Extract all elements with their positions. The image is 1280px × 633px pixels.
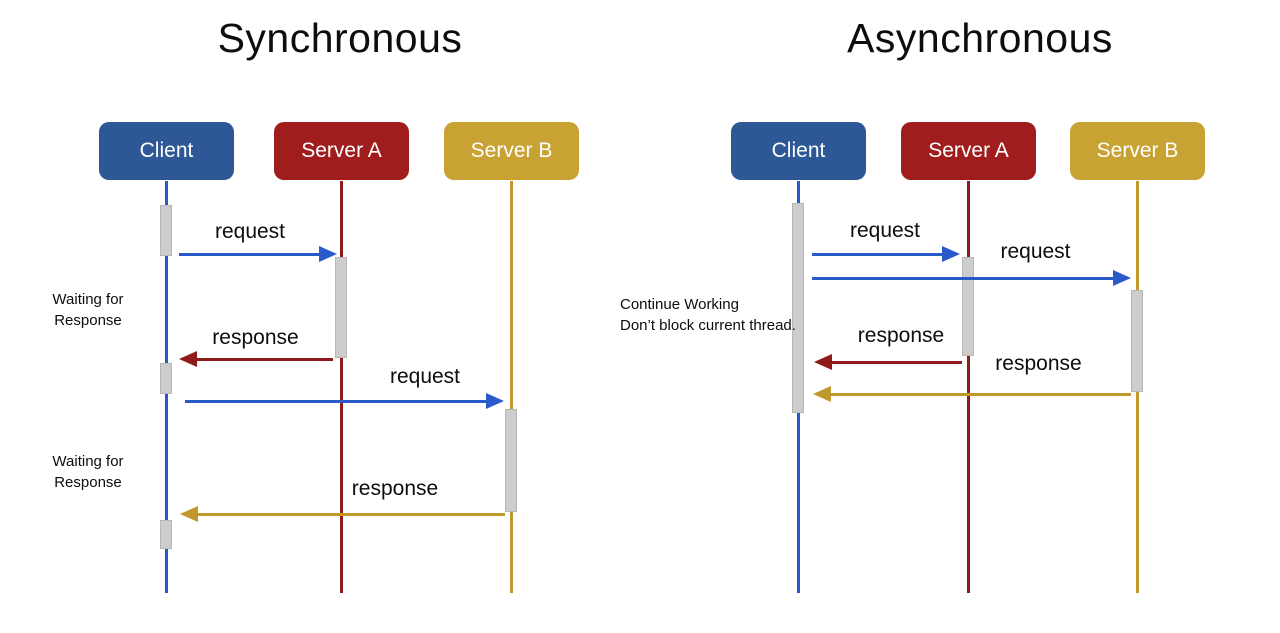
sync-lifeline-server-b bbox=[510, 181, 513, 593]
sync-actor-server-b: Server B bbox=[444, 122, 579, 180]
sync-title: Synchronous bbox=[217, 15, 463, 61]
async-actor-server-a-label: Server A bbox=[928, 139, 1009, 162]
sync-lifeline-server-a bbox=[340, 181, 343, 593]
async-arrow-response-2 bbox=[831, 393, 1131, 396]
sync-actor-server-b-label: Server B bbox=[470, 139, 553, 162]
async-continue-note: Continue Working Don’t block current thr… bbox=[620, 294, 796, 336]
async-actor-client: Client bbox=[731, 122, 866, 180]
sync-message-response-2-label: response bbox=[351, 477, 439, 500]
async-actor-server-b-label: Server B bbox=[1096, 139, 1179, 162]
async-message-request-2-label: request bbox=[1000, 240, 1071, 263]
sync-activation-server-b bbox=[505, 409, 517, 512]
async-message-request-1-label: request bbox=[849, 219, 921, 242]
async-message-response-2-label: response bbox=[995, 352, 1082, 375]
async-activation-server-b bbox=[1131, 290, 1143, 392]
async-arrow-request-1 bbox=[812, 253, 942, 256]
sync-message-request-1-label: request bbox=[214, 220, 286, 243]
sync-arrow-response-1-head-icon bbox=[179, 351, 197, 367]
sync-arrow-response-1 bbox=[197, 358, 333, 361]
sync-waiting-note-2-line2: Response bbox=[54, 474, 122, 491]
async-activation-server-a bbox=[962, 257, 974, 356]
async-title: Asynchronous bbox=[847, 15, 1113, 61]
sync-arrow-request-1-head-icon bbox=[319, 246, 337, 262]
async-arrow-response-1 bbox=[832, 361, 962, 364]
sync-arrow-response-2 bbox=[198, 513, 505, 516]
sync-actor-server-a: Server A bbox=[274, 122, 409, 180]
sync-message-response-1-label: response bbox=[212, 326, 299, 349]
async-arrow-request-1-head-icon bbox=[942, 246, 960, 262]
sync-arrow-request-1 bbox=[179, 253, 319, 256]
async-arrow-request-2 bbox=[812, 277, 1113, 280]
async-activation-client bbox=[792, 203, 804, 413]
async-continue-note-line2: Don’t block current thread. bbox=[620, 317, 796, 334]
sync-actor-server-a-label: Server A bbox=[301, 139, 382, 162]
sync-arrow-response-2-head-icon bbox=[180, 506, 198, 522]
sync-activation-client-1 bbox=[160, 205, 172, 256]
async-actor-client-label: Client bbox=[771, 139, 826, 162]
async-arrow-request-2-head-icon bbox=[1113, 270, 1131, 286]
async-actor-server-a: Server A bbox=[901, 122, 1036, 180]
sync-waiting-note-1: Waiting for Response bbox=[38, 289, 138, 331]
sync-actor-client: Client bbox=[99, 122, 234, 180]
async-lifeline-server-a bbox=[967, 181, 970, 593]
sync-activation-server-a bbox=[335, 257, 347, 358]
sync-message-request-2-label: request bbox=[389, 365, 461, 388]
sync-arrow-request-2 bbox=[185, 400, 486, 403]
sync-arrow-request-2-head-icon bbox=[486, 393, 504, 409]
sync-actor-client-label: Client bbox=[139, 139, 194, 162]
async-actor-server-b: Server B bbox=[1070, 122, 1205, 180]
sync-waiting-note-2: Waiting for Response bbox=[38, 451, 138, 493]
sync-waiting-note-1-line2: Response bbox=[54, 312, 122, 329]
sync-waiting-note-2-line1: Waiting for bbox=[52, 453, 124, 470]
async-arrow-response-2-head-icon bbox=[813, 386, 831, 402]
sync-waiting-note-1-line1: Waiting for bbox=[52, 291, 124, 308]
async-message-response-1-label: response bbox=[857, 324, 945, 347]
sync-activation-client-2 bbox=[160, 363, 172, 394]
sync-activation-client-3 bbox=[160, 520, 172, 549]
async-arrow-response-1-head-icon bbox=[814, 354, 832, 370]
async-continue-note-line1: Continue Working bbox=[620, 296, 739, 313]
